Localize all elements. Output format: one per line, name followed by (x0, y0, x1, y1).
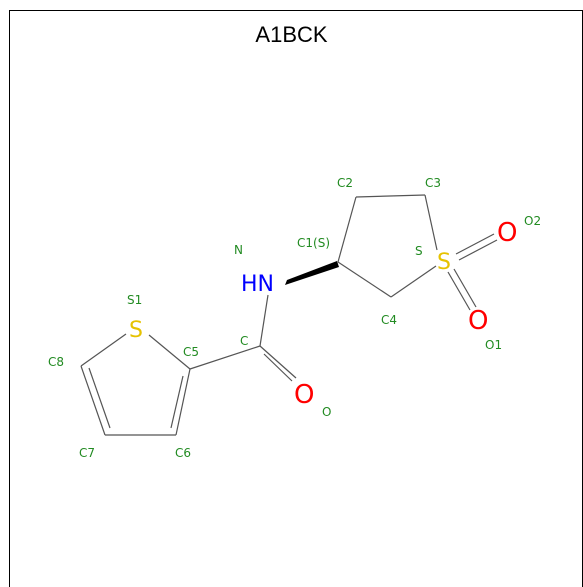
atom-s-ring: S (129, 318, 143, 343)
atom-nh: HN (241, 272, 274, 297)
label-n: N (234, 243, 243, 257)
bond-n-c (259, 294, 269, 347)
label-c8: C8 (48, 355, 64, 369)
bond-s-o2-b (458, 239, 498, 261)
bonds (80, 194, 498, 436)
label-c1: C1(S) (297, 236, 330, 250)
bond-c7-c8 (80, 365, 106, 436)
label-c7: C7 (79, 446, 95, 460)
label-o: O (322, 405, 331, 419)
atom-labels: N C1(S) C2 C3 C4 S O1 O2 C O S1 C5 C6 C7… (48, 176, 541, 460)
label-s: S (415, 244, 423, 258)
atom-o-sulfonyl-2: O (497, 218, 517, 248)
bond-c3-s (424, 194, 438, 251)
bond-s1-c5 (148, 334, 191, 370)
wedge-bond-n-c1 (285, 261, 339, 285)
bond-c7-c8-inner (88, 367, 111, 429)
label-c2: C2 (337, 176, 353, 190)
label-c: C (240, 334, 248, 348)
label-c5: C5 (183, 345, 199, 359)
bond-c8-s1 (80, 333, 127, 367)
bond-c5-c6 (175, 368, 191, 436)
bond-c-c5 (189, 345, 261, 370)
label-o1: O1 (485, 338, 502, 352)
bond-s-c4 (390, 265, 437, 298)
label-c6: C6 (175, 446, 191, 460)
bond-c-o-a (259, 345, 297, 379)
label-o2: O2 (524, 214, 541, 228)
bond-s-o2-a (455, 233, 495, 255)
molecule-title: A1BCK (255, 22, 328, 47)
atom-o-sulfonyl-1: O (468, 306, 488, 336)
bond-c2-c3 (355, 194, 426, 198)
label-s1: S1 (127, 293, 142, 307)
label-c4: C4 (381, 313, 397, 327)
bond-s-o1-b (453, 268, 477, 308)
atom-o-carbonyl: O (294, 380, 314, 410)
bond-s-o1-a (447, 271, 471, 311)
atom-s-sulfonyl: S (437, 250, 451, 275)
label-c3: C3 (425, 176, 441, 190)
bond-c4-c1 (337, 261, 392, 298)
bond-c1-c2 (337, 196, 357, 263)
bond-c-o-b (263, 353, 293, 382)
atom-symbols: HN S S O O O (129, 218, 517, 410)
diagram-frame (9, 10, 583, 587)
bond-c5-c6-inner (170, 375, 184, 429)
